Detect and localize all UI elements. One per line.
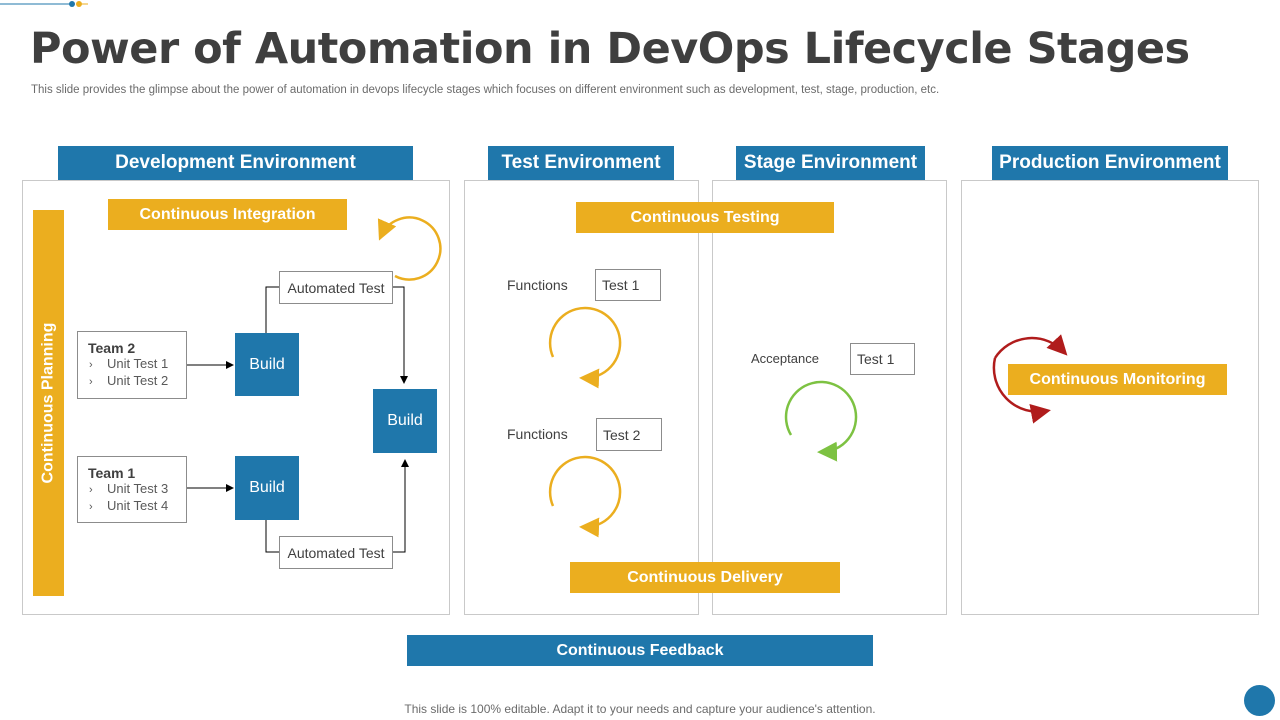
test-1-box: Test 1 [595, 269, 661, 301]
test-2-box: Test 2 [596, 418, 662, 451]
stage-panel [712, 180, 947, 615]
build-box-merged: Build [373, 389, 437, 453]
continuous-monitoring-bar: Continuous Monitoring [1008, 364, 1227, 395]
production-environment-header: Production Environment [992, 146, 1228, 180]
continuous-testing-bar: Continuous Testing [576, 202, 834, 233]
page-title: Power of Automation in DevOps Lifecycle … [30, 24, 1190, 74]
continuous-feedback-bar: Continuous Feedback [407, 635, 873, 666]
build-box-team-1: Build [235, 456, 299, 520]
team-1-item: Unit Test 3 [107, 481, 169, 496]
chevron-right-icon: › [89, 501, 93, 513]
chevron-right-icon: › [89, 359, 93, 371]
continuous-planning-label: Continuous Planning [39, 322, 57, 484]
production-panel [961, 180, 1259, 615]
continuous-planning-bar: Continuous Planning [33, 210, 64, 596]
automated-test-box-top: Automated Test [279, 271, 393, 304]
corner-circle-decoration [1244, 685, 1275, 716]
team-2-box: Team 2 › Unit Test 1 › Unit Test 2 [77, 331, 187, 399]
acceptance-test-box: Test 1 [850, 343, 915, 375]
stage-environment-header: Stage Environment [736, 146, 925, 180]
continuous-delivery-bar: Continuous Delivery [570, 562, 840, 593]
development-environment-header: Development Environment [58, 146, 413, 180]
test-panel [464, 180, 699, 615]
footer-note: This slide is 100% editable. Adapt it to… [404, 702, 876, 716]
test-environment-header: Test Environment [488, 146, 674, 180]
team-1-item: Unit Test 4 [107, 498, 169, 513]
team-2-item: Unit Test 1 [107, 356, 169, 371]
top-accent-decoration [0, 1, 88, 7]
team-2-item: Unit Test 2 [107, 373, 169, 388]
acceptance-label: Acceptance [751, 351, 819, 366]
team-2-name: Team 2 [88, 340, 136, 356]
chevron-right-icon: › [89, 484, 93, 496]
functions-label-1: Functions [507, 277, 568, 293]
continuous-integration-bar: Continuous Integration [108, 199, 347, 230]
chevron-right-icon: › [89, 376, 93, 388]
team-1-name: Team 1 [88, 465, 136, 481]
functions-label-2: Functions [507, 426, 568, 442]
team-1-box: Team 1 › Unit Test 3 › Unit Test 4 [77, 456, 187, 523]
automated-test-box-bottom: Automated Test [279, 536, 393, 569]
build-box-team-2: Build [235, 333, 299, 396]
page-subtitle: This slide provides the glimpse about th… [31, 84, 940, 96]
